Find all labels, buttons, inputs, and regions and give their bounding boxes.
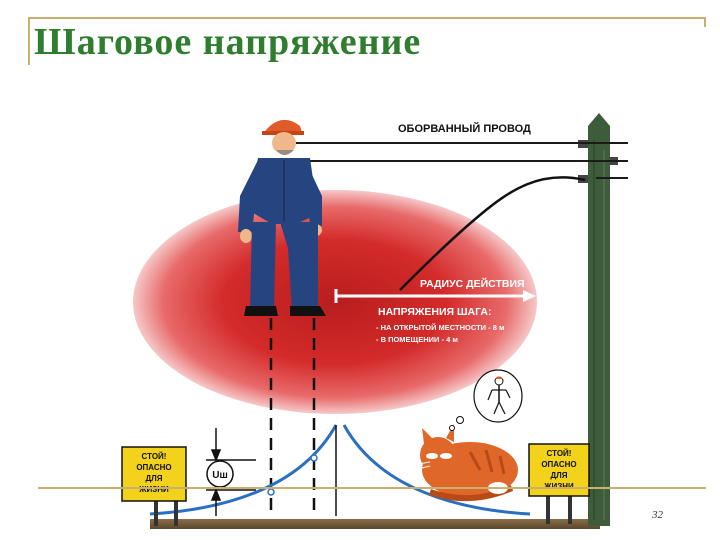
sign-left-line-3: ДЛЯ (145, 474, 162, 483)
slide-number: 32 (652, 509, 663, 521)
step-voltage-outdoor: - НА ОТКРЫТОЙ МЕСТНОСТИ - 8 м (376, 323, 505, 332)
sign-left-line-1: СТОЙ! (142, 452, 167, 461)
slide-title: Шаговое напряжение (34, 21, 422, 63)
sign-right-line-1: СТОЙ! (547, 449, 572, 458)
sign-left-line-4: ЖИЗНИ (138, 485, 169, 494)
sign-right-line-2: ОПАСНО (541, 460, 576, 469)
projection-lines (269, 318, 316, 510)
warning-sign-left: СТОЙ! ОПАСНО ДЛЯ ЖИЗНИ (121, 446, 187, 526)
frame-top-line (28, 17, 706, 19)
sign-left-line-2: ОПАСНО (136, 463, 171, 472)
voltage-dimension (206, 428, 256, 516)
radius-label: РАДИУС ДЕЙСТВИЯ (420, 277, 525, 290)
curve-markers (267, 454, 318, 496)
power-wires (296, 142, 628, 179)
frame-right-line (704, 17, 706, 27)
worker-figure (238, 119, 326, 316)
skeleton-thought-bubble (449, 369, 523, 431)
footer-line (38, 487, 706, 489)
warning-sign-right: СТОЙ! ОПАСНО ДЛЯ ЖИЗНИ (528, 443, 590, 524)
broken-wire (399, 176, 586, 291)
cat-figure (405, 424, 518, 502)
sign-right-line-3: ДЛЯ (550, 471, 567, 480)
frame-left-line (28, 17, 30, 65)
step-voltage-indoor: - В ПОМЕЩЕНИИ - 4 м (376, 335, 458, 344)
step-voltage-heading: НАПРЯЖЕНИЯ ШАГА: (378, 306, 491, 318)
ground-strip (150, 519, 600, 529)
radius-arrow (334, 289, 536, 303)
voltage-symbol: Uш (212, 470, 228, 481)
sign-right-line-4: ЖИЗНИ (543, 482, 574, 491)
broken-wire-label: ОБОРВАННЫЙ ПРОВОД (398, 122, 531, 135)
